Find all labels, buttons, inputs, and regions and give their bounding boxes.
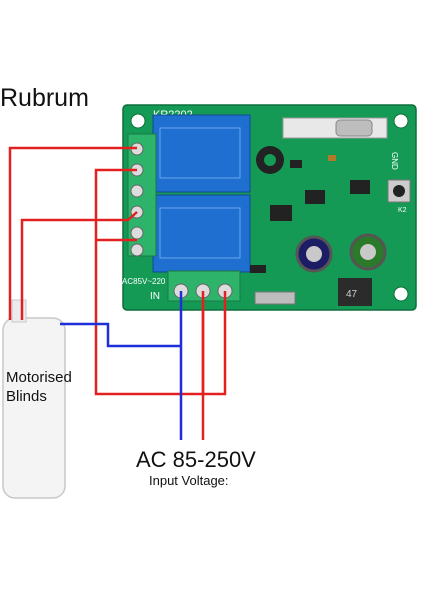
wire-neutral-motor — [60, 322, 181, 348]
relay-2 — [152, 194, 251, 273]
ic-chip — [305, 190, 325, 204]
crystal — [335, 119, 373, 137]
board-ac-label: AC85V~220 — [122, 277, 166, 286]
ic-chip — [270, 205, 292, 221]
learn-button-cap — [393, 185, 405, 197]
antenna-coil-core — [264, 154, 276, 166]
board-gnd-label: GND — [390, 152, 399, 170]
terminal-screw — [130, 184, 144, 198]
capacitor-top — [360, 244, 376, 260]
terminal-screw — [130, 226, 144, 240]
mount-hole — [130, 113, 146, 129]
inductor-code: 47 — [346, 289, 358, 300]
board-in-label: IN — [150, 291, 160, 302]
mount-hole — [393, 286, 409, 302]
wire-live-bridge — [203, 291, 227, 396]
device-label-line-2: Blinds — [6, 388, 47, 405]
power-caption-label: Input Voltage: — [149, 473, 229, 488]
ic-chip — [350, 180, 370, 194]
power-voltage-label: AC 85-250V — [136, 447, 256, 472]
blind-motor-cap — [11, 299, 27, 323]
wire-output-2 — [20, 211, 138, 320]
device-label-line-1: Motorised — [6, 369, 72, 386]
smd-part — [290, 160, 302, 168]
relay-2-print — [159, 207, 241, 259]
wire-output-1 — [8, 146, 137, 320]
relay-1-print — [159, 127, 241, 179]
brand-label: Rubrum — [0, 84, 89, 112]
receiver-board: KR2202 AC85V~220 IN GND K2 47 — [122, 104, 417, 311]
smd-part — [328, 155, 336, 161]
smd-part — [250, 265, 266, 273]
device-label: Motorised Blinds — [6, 368, 76, 406]
inductor — [338, 278, 372, 306]
capacitor-top — [306, 246, 322, 262]
blind-motor-body — [2, 317, 66, 499]
terminal-screw — [130, 243, 144, 257]
live-wires — [8, 146, 227, 440]
fuse — [254, 291, 296, 305]
board-k2-label: K2 — [398, 207, 407, 214]
relay-1 — [152, 114, 251, 193]
mount-hole — [393, 113, 409, 129]
neutral-wires — [60, 291, 183, 440]
